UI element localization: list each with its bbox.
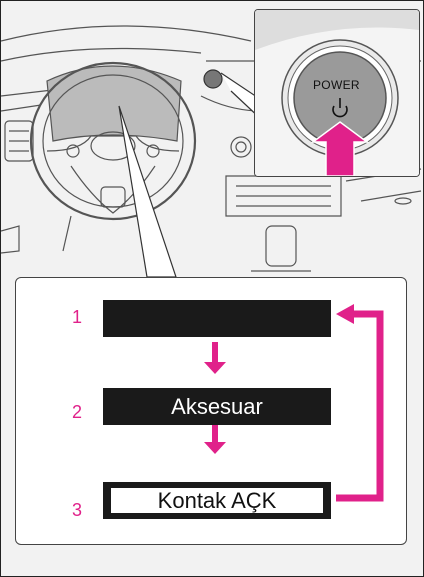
step-2-box: Aksesuar [103,388,331,425]
step-1-number: 1 [72,307,82,328]
power-button-inset: POWER [254,9,420,177]
step-1-box [103,300,331,337]
step-3-box: Kontak AÇK [103,482,331,519]
step-3-number: 3 [72,500,82,521]
loop-arrow-icon [336,314,380,498]
power-button-label: POWER [313,78,360,92]
power-mode-panel: 1 2 Aksesuar 3 Kontak AÇK [15,277,407,545]
down-arrow-icon [204,422,226,454]
step-2-number: 2 [72,402,82,423]
step-2-label: Aksesuar [171,394,263,420]
down-arrow-icon [204,342,226,374]
step-3-label: Kontak AÇK [111,488,323,513]
